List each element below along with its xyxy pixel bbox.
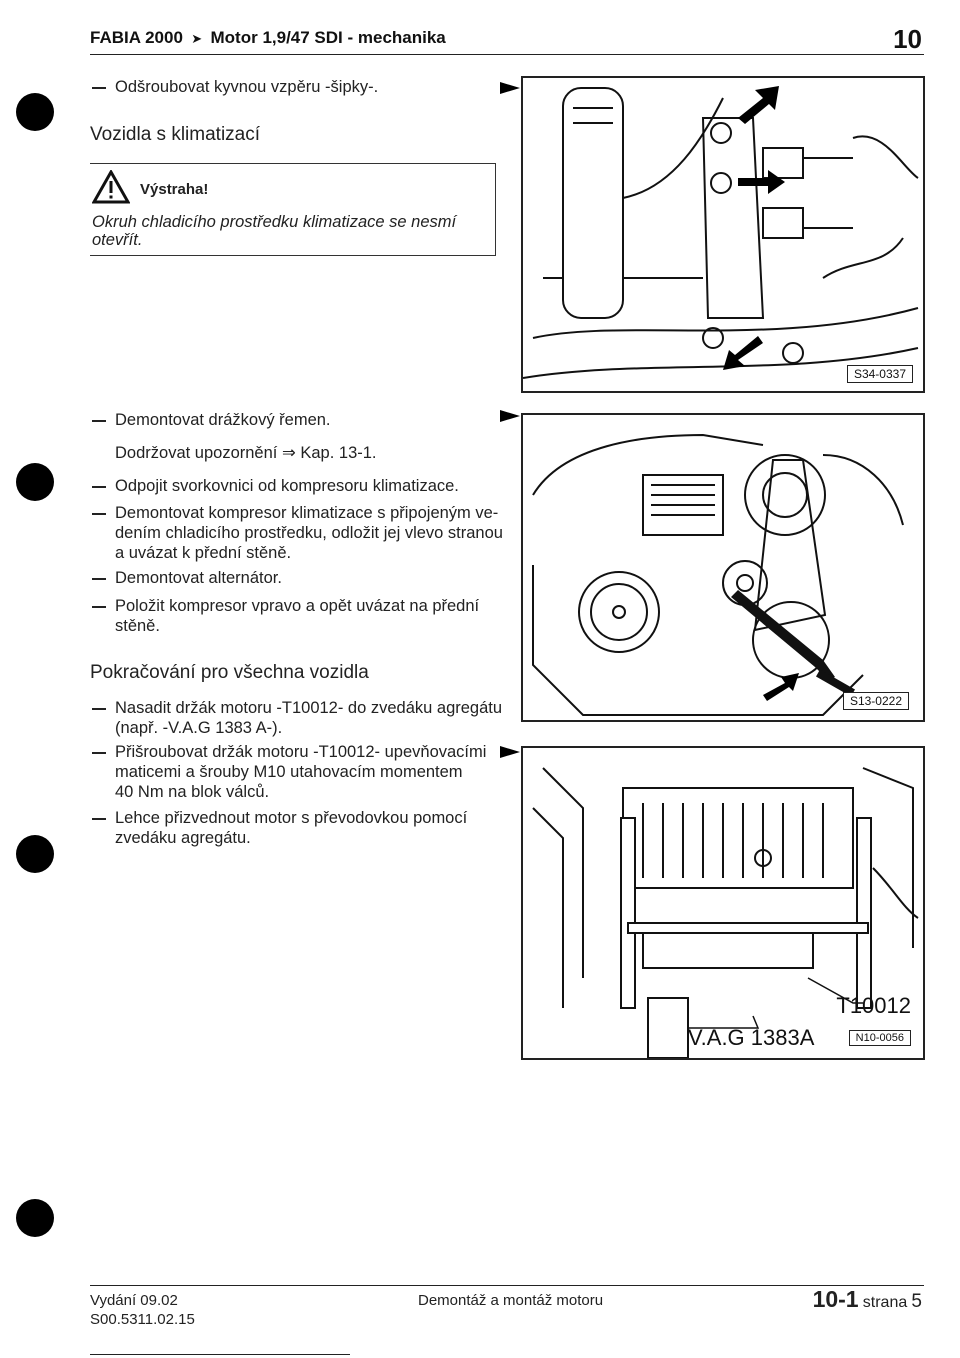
step-remove-compressor-1: Demontovat kompresor klimatizace s připo… bbox=[115, 504, 499, 522]
note-follow: Dodržovat upozornění ⇒ Kap. 13-1. bbox=[115, 443, 377, 463]
warning-text-1: Okruh chladicího prostředku klimatizace … bbox=[92, 213, 457, 231]
header-model: FABIA 2000 bbox=[90, 28, 183, 47]
step-remove-alternator: Demontovat alternátor. bbox=[115, 569, 282, 587]
footer-page-word: strana bbox=[862, 1294, 908, 1311]
list-dash bbox=[92, 513, 106, 515]
figure-bracket: S34-0337 bbox=[521, 76, 925, 393]
chapter-number: 10 bbox=[893, 24, 922, 54]
warning-title: Výstraha! bbox=[140, 181, 209, 198]
warning-box-top bbox=[90, 163, 496, 164]
warning-text-2: otevřít. bbox=[92, 231, 143, 249]
warning-box-right bbox=[495, 163, 496, 256]
warning-triangle-icon bbox=[92, 170, 130, 204]
list-dash bbox=[92, 578, 106, 580]
list-dash bbox=[92, 606, 106, 608]
step-remove-compressor-2: dením chladicího prostředku, odložit jej… bbox=[115, 524, 503, 542]
step-place-compressor-1: Položit kompresor vpravo a opět uvázat n… bbox=[115, 597, 480, 615]
punch-hole bbox=[16, 835, 54, 873]
heading-ac-vehicles: Vozidla s klimatizací bbox=[90, 124, 261, 145]
list-dash bbox=[92, 87, 106, 89]
list-dash bbox=[92, 708, 106, 710]
footer-page-ref: 10-1 bbox=[812, 1286, 859, 1312]
belt-drive-drawing bbox=[532, 433, 904, 716]
step-bolt-holder-3: 40 Nm na blok válců. bbox=[115, 783, 270, 801]
punch-hole bbox=[16, 463, 54, 501]
list-dash bbox=[92, 420, 106, 422]
footer-edition: Vydání 09.02 bbox=[90, 1292, 178, 1309]
warning-box-bottom bbox=[90, 255, 496, 256]
figure-pointer-icon bbox=[500, 410, 520, 422]
header-arrow-icon: ➤ bbox=[187, 31, 206, 46]
jack-label-vag1383a: V.A.G 1383A bbox=[688, 1025, 815, 1050]
figure-tag: S34-0337 bbox=[846, 365, 913, 383]
footer-page-num: 5 bbox=[911, 1291, 922, 1312]
figure-pointer-icon bbox=[500, 82, 520, 94]
step-lift-engine-1: Lehce přizvednout motor s převodovkou po… bbox=[115, 809, 468, 827]
reference-arrow-icon: ⇒ bbox=[281, 444, 296, 462]
engine-holder-drawing bbox=[532, 767, 919, 1058]
header-title: FABIA 2000 ➤ Motor 1,9/47 SDI - mechanik… bbox=[90, 28, 446, 48]
step-lift-engine-2: zvedáku agregátu. bbox=[115, 829, 251, 847]
step-remove-bracket: Odšroubovat kyvnou vzpěru -šipky-. bbox=[115, 78, 379, 96]
header-rule bbox=[90, 54, 924, 55]
step-bolt-holder-1: Přišroubovat držák motoru -T10012- upevň… bbox=[115, 743, 487, 761]
footer-page: 10-1 strana 5 bbox=[813, 1286, 922, 1313]
step-remove-compressor-3: a uvázat k přední stěně. bbox=[115, 544, 292, 562]
heading-all-vehicles: Pokračování pro všechna vozidla bbox=[90, 662, 369, 683]
engine-bracket-drawing bbox=[523, 86, 919, 379]
note-prefix: Dodržovat upozornění bbox=[115, 444, 278, 462]
list-dash bbox=[92, 818, 106, 820]
note-reference: Kap. 13-1. bbox=[300, 444, 377, 462]
header-subject: Motor 1,9/47 SDI - mechanika bbox=[210, 28, 446, 47]
step-disconnect-terminal: Odpojit svorkovnici od kompresoru klimat… bbox=[115, 477, 459, 495]
step-remove-belt: Demontovat drážkový řemen. bbox=[115, 411, 331, 429]
footer-bottom-rule bbox=[90, 1354, 350, 1355]
punch-hole bbox=[16, 93, 54, 131]
footer-title: Demontáž a montáž motoru bbox=[418, 1292, 604, 1309]
tool-label-t10012: T10012 bbox=[836, 993, 911, 1018]
step-bolt-holder-2: maticemi a šrouby M10 utahovacím momente… bbox=[115, 763, 463, 781]
punch-hole bbox=[16, 1199, 54, 1237]
figure-engine-holder: T10012 V.A.G 1383A N10-0056 bbox=[521, 746, 925, 1060]
footer-rule bbox=[90, 1285, 924, 1286]
step-fit-holder-2: (např. -V.A.G 1383 A-). bbox=[115, 719, 283, 737]
figure-belt-drive: S13-0222 bbox=[521, 413, 925, 722]
step-fit-holder-1: Nasadit držák motoru -T10012- do zvedáku… bbox=[115, 699, 503, 717]
figure-tag: N10-0056 bbox=[848, 1030, 911, 1046]
list-dash bbox=[92, 752, 106, 754]
footer-doc-number: S00.5311.02.15 bbox=[90, 1311, 195, 1328]
list-dash bbox=[92, 486, 106, 488]
figure-pointer-icon bbox=[500, 746, 520, 758]
figure-tag: S13-0222 bbox=[842, 692, 909, 710]
step-place-compressor-2: stěně. bbox=[115, 617, 160, 635]
